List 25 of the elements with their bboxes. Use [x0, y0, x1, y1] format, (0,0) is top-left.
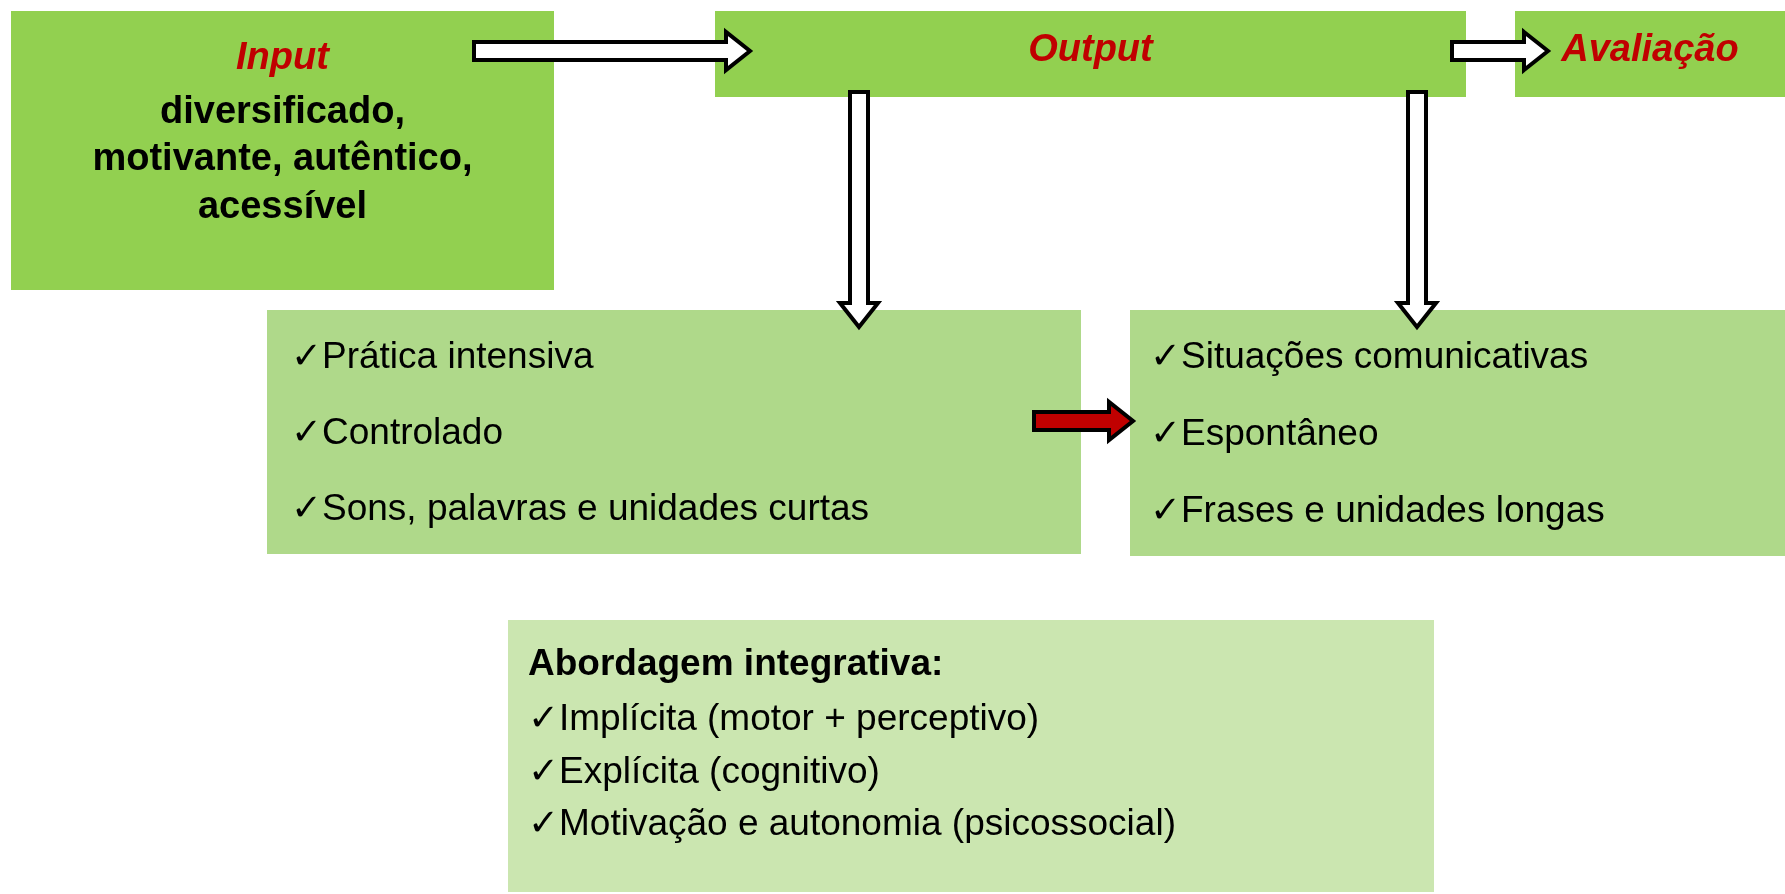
checklist-item: ✓Espontâneo	[1150, 410, 1379, 455]
block-arrow	[835, 90, 883, 331]
checklist-item: ✓Frases e unidades longas	[1150, 487, 1605, 532]
process-box	[267, 310, 1081, 554]
process-box	[508, 620, 1434, 892]
process-box	[1130, 310, 1785, 556]
checklist-item: ✓Implícita (motor + perceptivo)	[528, 696, 1040, 741]
heading: Abordagem integrativa:	[528, 641, 944, 685]
heading: Avaliação	[1561, 26, 1739, 71]
heading: Output	[1028, 26, 1153, 71]
process-box	[715, 11, 1466, 97]
checklist-item: ✓Situações comunicativas	[1150, 334, 1589, 378]
heading: Input	[236, 34, 329, 79]
checklist-item: ✓Sons, palavras e unidades curtas	[291, 485, 870, 530]
checklist-item: ✓Motivação e autonomia (psicossocial)	[528, 800, 1176, 845]
checklist-item: ✓Explícita (cognitivo)	[528, 748, 880, 793]
block-arrow	[1450, 27, 1552, 75]
description: diversificado, motivante, autêntico, acessível	[91, 87, 474, 228]
block-arrow	[1032, 397, 1137, 445]
checklist-item: ✓Controlado	[291, 409, 503, 454]
block-arrow	[472, 27, 754, 75]
process-box	[11, 11, 554, 290]
process-box	[1515, 11, 1785, 97]
block-arrow	[1393, 90, 1441, 331]
checklist-item: ✓Prática intensiva	[291, 334, 594, 378]
